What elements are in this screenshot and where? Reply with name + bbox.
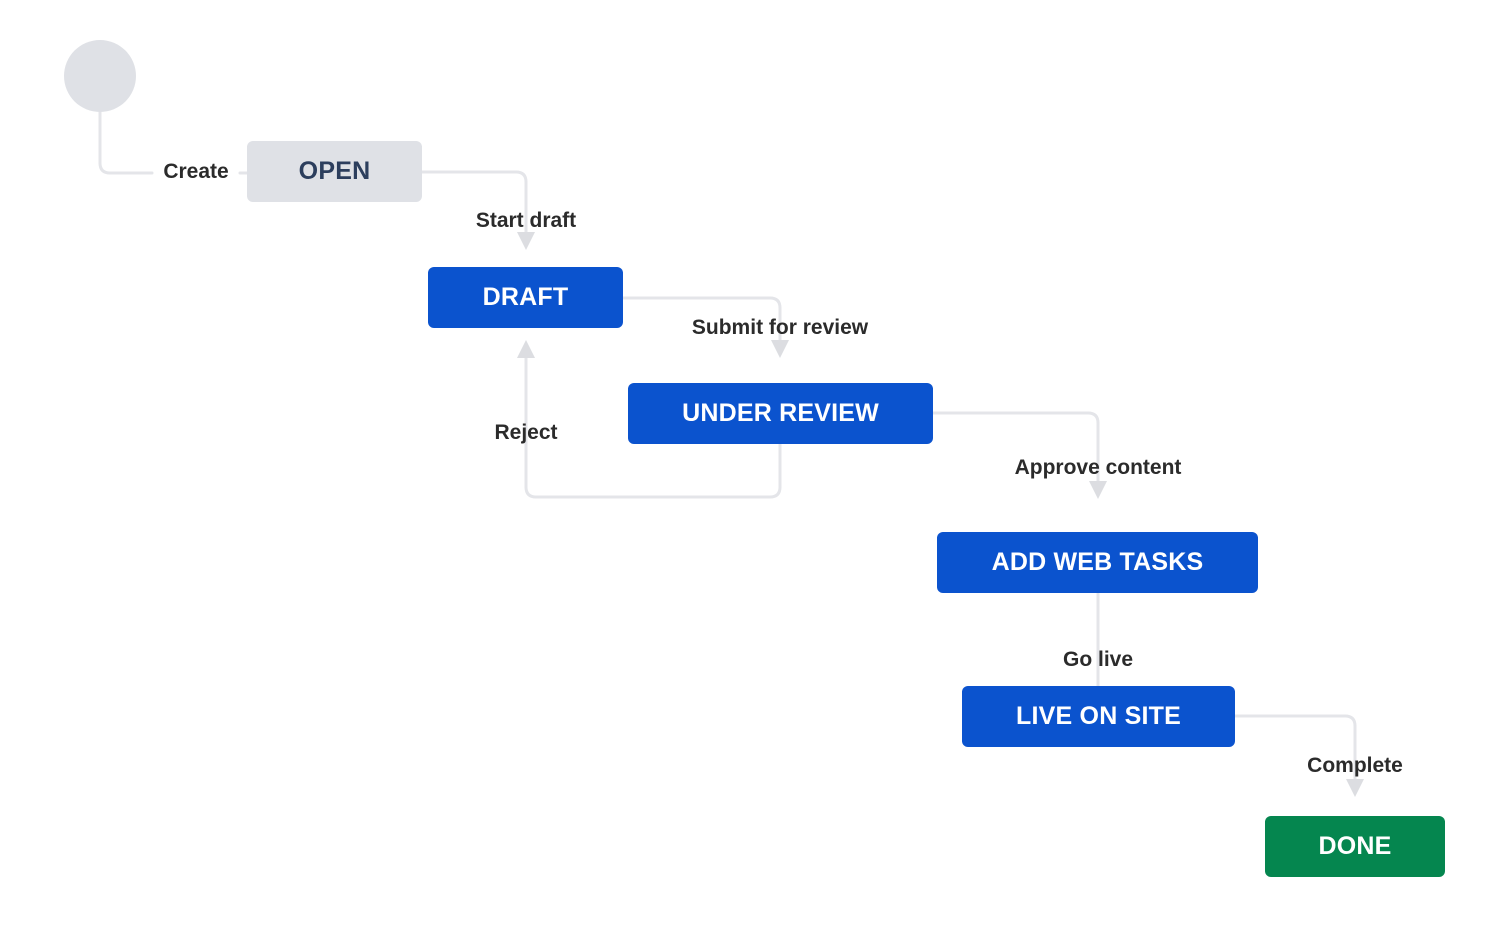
start-node[interactable] [64,40,136,112]
status-node-open-label: OPEN [298,157,371,185]
arrowhead-reject [517,340,535,358]
connector-create [98,110,154,175]
status-node-live-on-site[interactable]: LIVE ON SITE [962,686,1235,747]
status-node-draft[interactable]: DRAFT [428,267,623,328]
arrowhead-start-draft [517,232,535,250]
status-node-under-review-label: UNDER REVIEW [682,399,879,427]
status-node-add-web-tasks-label: ADD WEB TASKS [991,548,1204,576]
status-node-live-on-site-label: LIVE ON SITE [1016,702,1181,730]
status-node-open[interactable]: OPEN [247,141,422,202]
arrowhead-submit-for-review [771,340,789,358]
arrowhead-complete [1346,779,1364,797]
arrowhead-approve-content [1089,481,1107,499]
status-node-add-web-tasks[interactable]: ADD WEB TASKS [937,532,1258,593]
transition-label-go-live: Go live [1062,648,1134,671]
transition-label-create: Create [163,160,229,183]
status-node-done-label: DONE [1318,832,1392,860]
transition-label-submit-for-review: Submit for review [691,316,869,339]
status-node-under-review[interactable]: UNDER REVIEW [628,383,933,444]
transition-label-complete: Complete [1307,754,1403,777]
transition-label-start-draft: Start draft [475,209,577,232]
status-node-draft-label: DRAFT [482,283,569,311]
transition-label-approve-content: Approve content [1014,456,1182,479]
transition-label-reject: Reject [494,421,558,444]
status-node-done[interactable]: DONE [1265,816,1445,877]
